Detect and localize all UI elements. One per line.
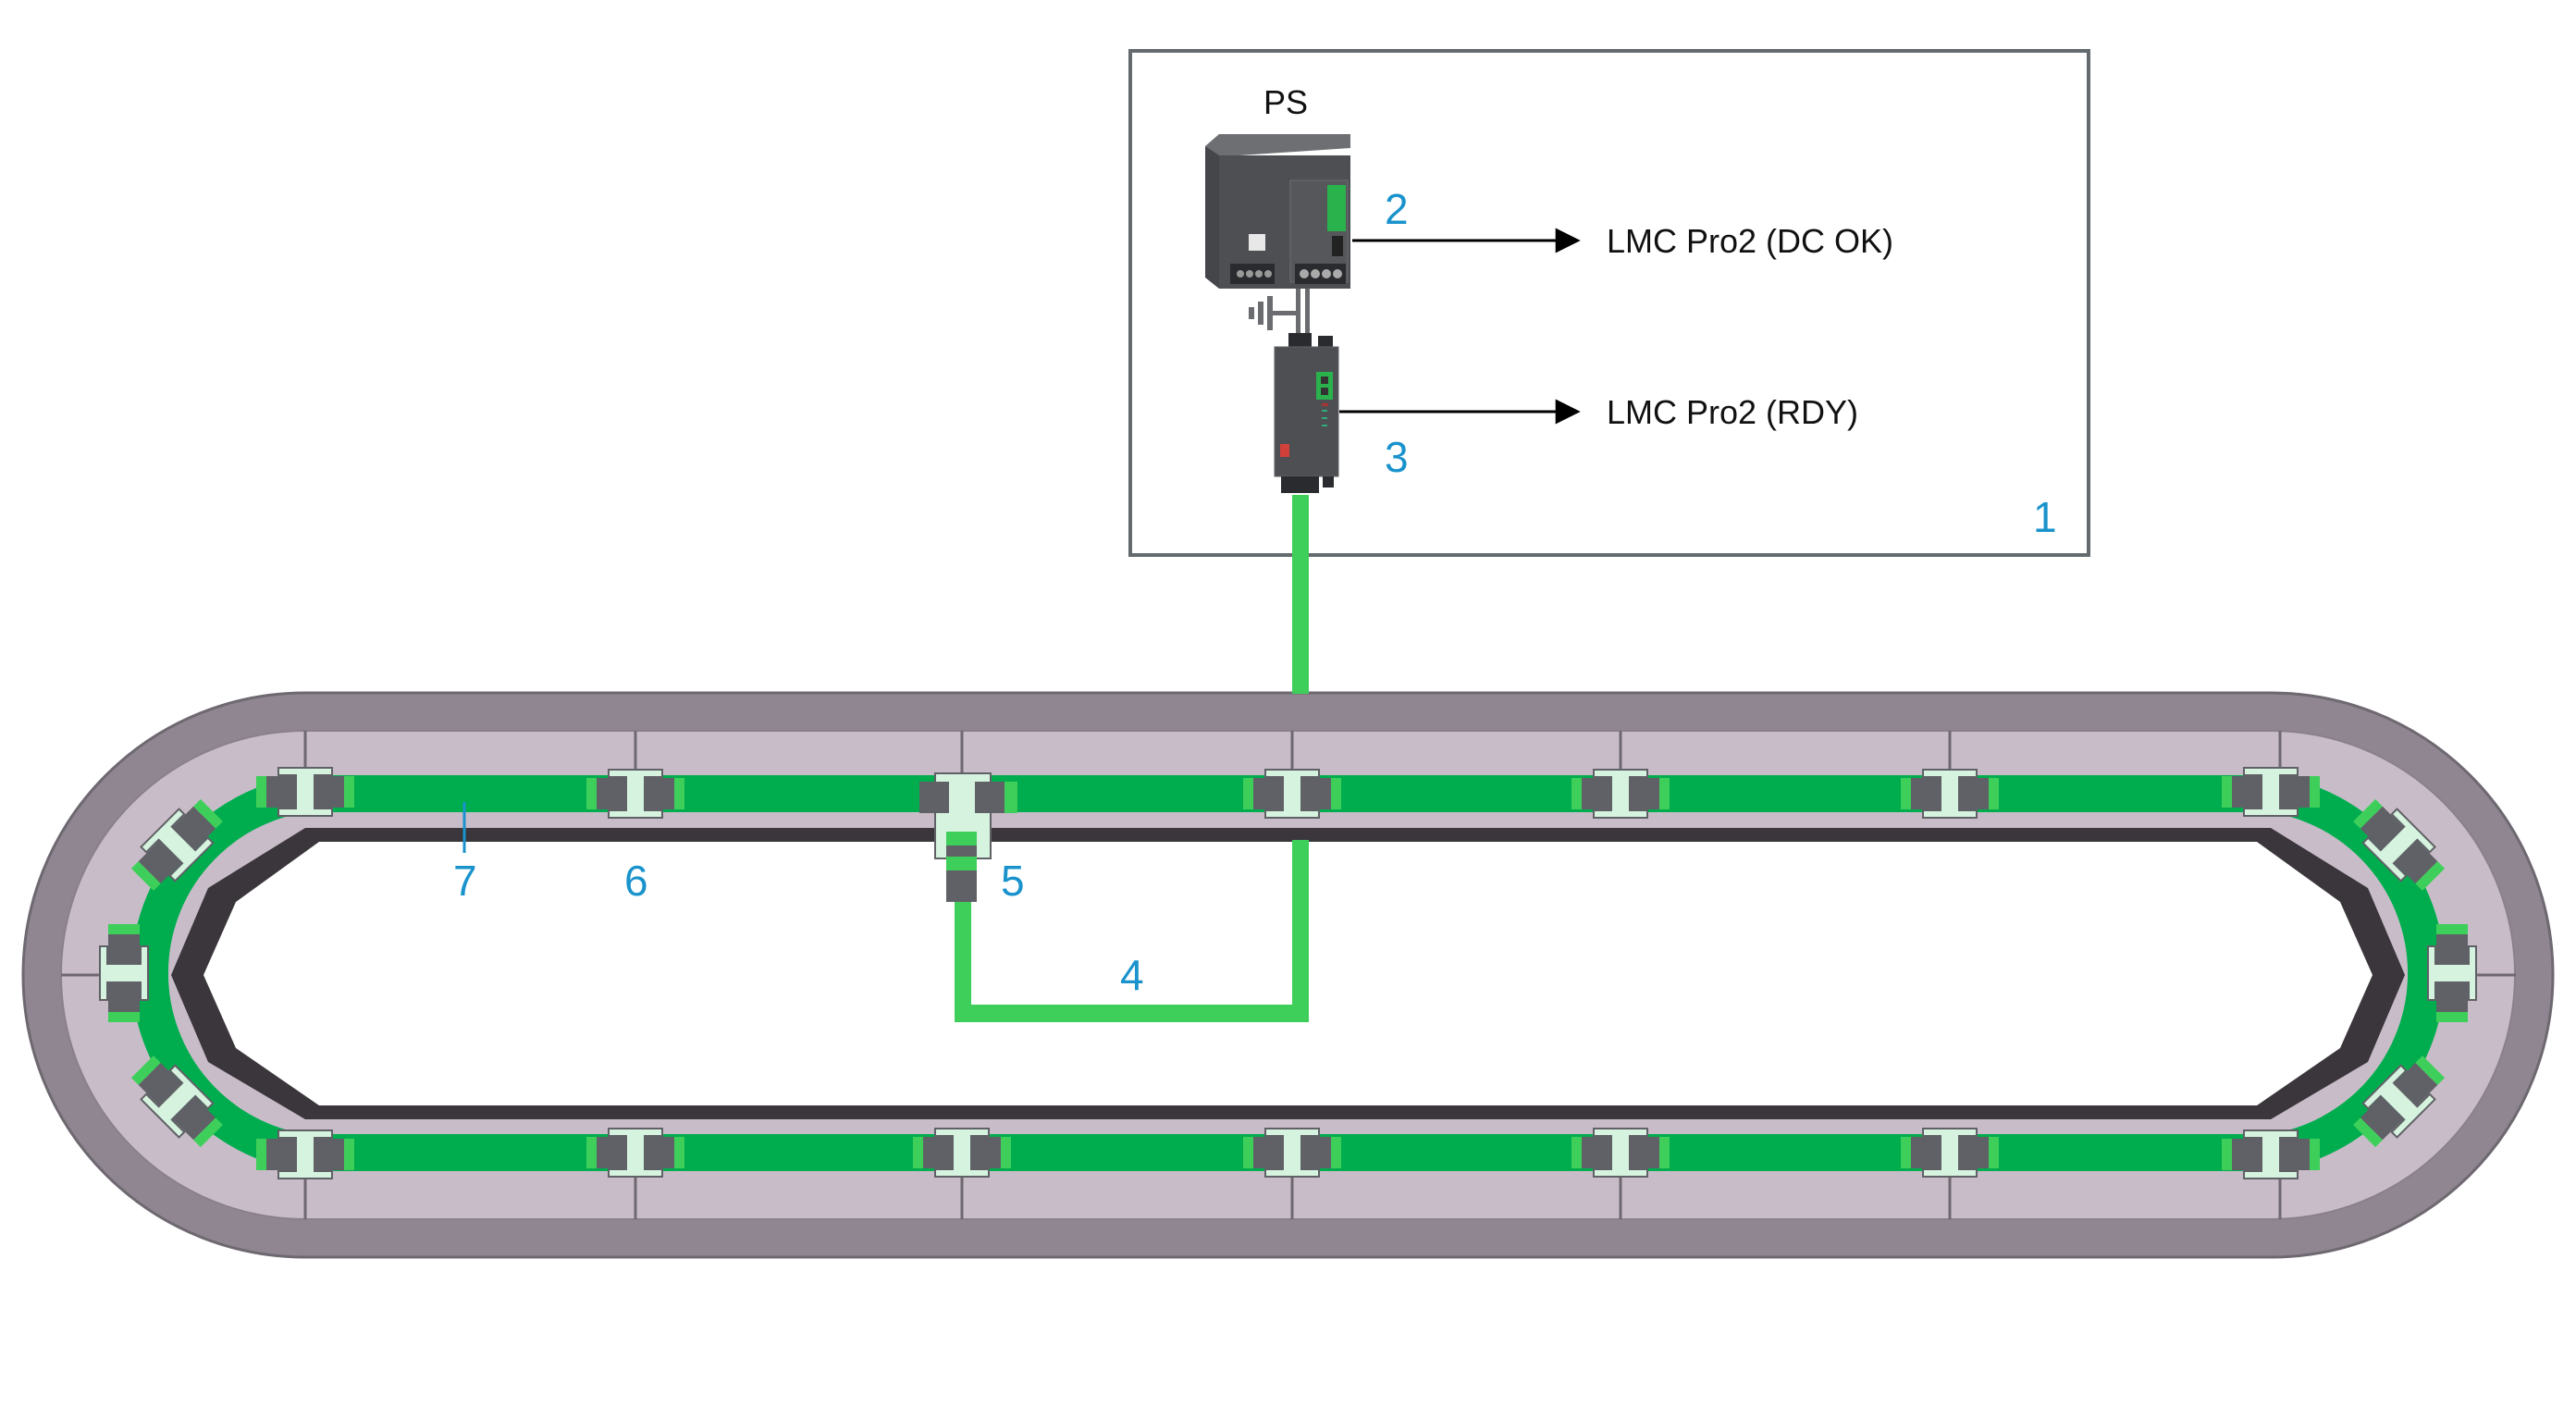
mover-bottom-1[interactable] [586,1128,684,1178]
ps-title: PS [1263,83,1308,121]
t-connector[interactable] [919,772,1017,902]
movers-group [99,767,2477,1179]
mover-right-curve-2[interactable] [2348,794,2451,897]
mover-bottom-3[interactable] [1243,1128,1341,1178]
label-power-module: 3 [1385,433,1409,481]
ps-status-panel [1327,185,1346,231]
cable [955,495,1309,1022]
wire-right [1305,289,1310,335]
mover-right-curve-3[interactable] [2427,924,2477,1022]
power-module-device[interactable] [1274,333,1339,493]
mover-left-curve-5[interactable] [256,1129,354,1179]
mover-top-3[interactable] [1571,769,1670,819]
label-cabinet: 1 [2033,493,2057,541]
mover-left-curve-2[interactable] [126,794,229,897]
label-t-connector: 5 [1001,857,1025,905]
module-status-panel [1316,372,1333,400]
label-cable: 4 [1120,951,1144,999]
mover-right-curve-4[interactable] [2348,1050,2451,1154]
mover-bottom-5[interactable] [1901,1128,1999,1178]
mover-left-curve-3[interactable] [99,924,149,1022]
mover-top-1[interactable] [586,769,684,819]
cabinet-frame [1128,49,2090,557]
label-track: 7 [453,857,477,905]
power-supply-device[interactable] [1205,134,1350,289]
ground-icon [1249,296,1298,330]
rdy-signal-label: LMC Pro2 (RDY) [1607,393,1858,431]
mover-left-curve-4[interactable] [126,1050,229,1154]
label-power-supply: 2 [1385,185,1409,233]
mover-bottom-4[interactable] [1571,1128,1670,1178]
mover-right-curve-5[interactable] [2222,1129,2320,1179]
track [21,691,2555,1259]
mover-top-4[interactable] [1901,769,1999,819]
mover-left-curve-1[interactable] [256,767,354,817]
track-hollow [203,842,2373,1105]
wire-left [1296,289,1300,335]
mover-top-2[interactable] [1243,769,1341,819]
mover-bottom-2[interactable] [913,1128,1011,1178]
label-mover: 6 [624,857,648,905]
dc-ok-signal-label: LMC Pro2 (DC OK) [1607,222,1893,260]
mover-right-curve-1[interactable] [2222,767,2320,817]
